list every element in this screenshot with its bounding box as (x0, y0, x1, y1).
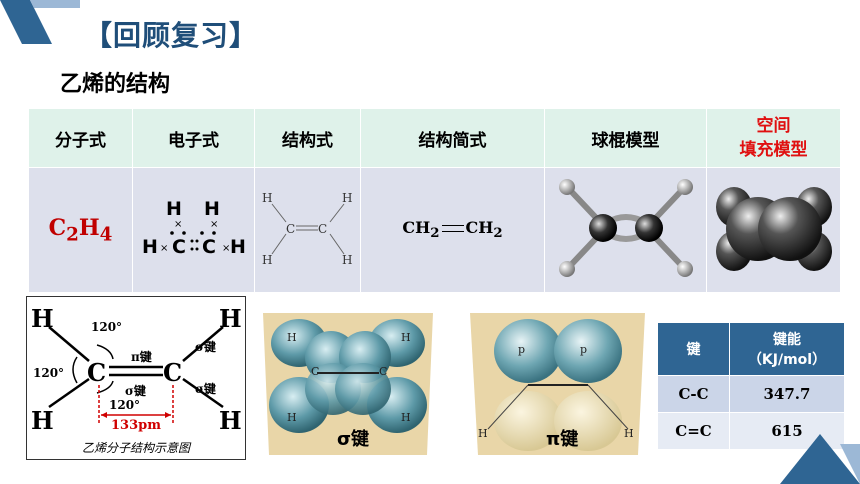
svg-text:C: C (87, 358, 106, 387)
header-electron-formula: 电子式 (132, 108, 255, 168)
angle-label-bottom: 120° (109, 398, 140, 412)
svg-text:H: H (230, 236, 246, 258)
header-molecular-formula: 分子式 (28, 108, 133, 168)
svg-text:H: H (31, 406, 54, 435)
sigma-bond-label-bottom: σ键 (195, 381, 216, 396)
angle-label-top: 120° (91, 320, 122, 334)
bond-energy: 347.7 (729, 375, 845, 413)
section-subtitle: 乙烯的结构 (60, 72, 171, 97)
svg-text:H: H (401, 411, 411, 424)
header-condensed-formula: 结构简式 (360, 108, 545, 168)
svg-text:H: H (401, 331, 411, 344)
svg-text:H: H (478, 427, 488, 440)
table-row: C-C 347.7 (657, 375, 845, 413)
sigma-bond-caption: σ键 (337, 428, 369, 450)
svg-text:×: × (160, 243, 168, 254)
energy-header-energy: 键能 （KJ/mol） (729, 322, 845, 376)
header-space-line2: 填充模型 (739, 140, 808, 160)
svg-text:C: C (379, 365, 387, 378)
svg-text:×: × (174, 219, 182, 230)
header-ball-stick-model: 球棍模型 (544, 108, 707, 168)
sigma-orbital-illustration: C C H H H H σ键 (263, 313, 433, 455)
svg-text:H: H (342, 253, 352, 267)
svg-text:×: × (222, 243, 230, 254)
cell-space-filling-model (706, 167, 841, 293)
svg-text:×: × (210, 219, 218, 230)
svg-text:H: H (624, 427, 634, 440)
svg-text:H: H (219, 406, 242, 435)
header-space-filling-model: 空间 填充模型 (706, 108, 841, 168)
pi-bond-image: H H p p π键 (470, 313, 645, 455)
svg-text:H: H (204, 198, 220, 220)
corner-decoration (0, 0, 80, 44)
space-filling-model-image (715, 187, 832, 271)
svg-text:C: C (318, 222, 327, 236)
pi-orbital-illustration: H H p p π键 (470, 313, 645, 455)
svg-text:H: H (287, 411, 297, 424)
molecular-formula: C2H4 (48, 214, 113, 246)
energy-header-unit: （KJ/mol） (747, 352, 827, 368)
sigma-bond-image: C C H H H H σ键 (263, 313, 433, 455)
energy-header-label: 键能 (773, 332, 801, 348)
header-space-line1: 空间 (756, 116, 791, 136)
svg-text:C: C (311, 365, 319, 378)
ethylene-structure-diagram: H H H H C C 120° 120° 120° π (26, 296, 246, 460)
ball-stick-model-image (558, 179, 693, 277)
svg-text:H: H (219, 304, 242, 333)
bond-name: C=C (657, 412, 730, 450)
page-title: 【回顾复习】 (84, 19, 259, 52)
pi-bond-caption: π键 (546, 428, 578, 450)
svg-text:C: C (172, 236, 186, 258)
svg-text:C: C (286, 222, 295, 236)
structural-formula-image: H H H H C C (262, 191, 352, 267)
energy-header-bond: 键 (657, 322, 730, 376)
svg-text:p: p (518, 343, 525, 356)
svg-text:C: C (163, 358, 182, 387)
bond-name: C-C (657, 375, 730, 413)
cell-structural-formula: H H H H C C (254, 167, 361, 293)
pi-bond-label: π键 (131, 349, 152, 364)
svg-text:p: p (580, 343, 587, 356)
cell-ball-stick-model (544, 167, 707, 293)
svg-text:H: H (166, 198, 182, 220)
sigma-bond-label-mid: σ键 (125, 383, 146, 398)
diagram-caption: 乙烯分子结构示意图 (82, 441, 192, 455)
svg-text:C: C (202, 236, 216, 258)
svg-text:H: H (342, 191, 352, 205)
svg-text:H: H (262, 191, 272, 205)
energy-table-header: 键 键能 （KJ/mol） (657, 322, 845, 376)
sigma-bond-label-top: σ键 (195, 339, 216, 354)
corner-decoration-bottom (780, 434, 860, 484)
header-structural-formula: 结构式 (254, 108, 361, 168)
svg-text:H: H (287, 331, 297, 344)
svg-text:H: H (142, 236, 158, 258)
table-header-row: 分子式 电子式 结构式 结构简式 球棍模型 空间 填充模型 (28, 108, 841, 168)
bond-energy-table: 键 键能 （KJ/mol） C-C 347.7 C=C 615 (657, 322, 845, 450)
svg-text:H: H (31, 304, 54, 333)
cell-molecular-formula: C2H4 (28, 167, 133, 293)
svg-text:H: H (262, 253, 272, 267)
angle-label-left: 120° (33, 366, 64, 380)
ethylene-structure-image: H H H H C C 120° 120° 120° π (31, 304, 242, 455)
bond-length-label: 133pm (111, 418, 161, 433)
